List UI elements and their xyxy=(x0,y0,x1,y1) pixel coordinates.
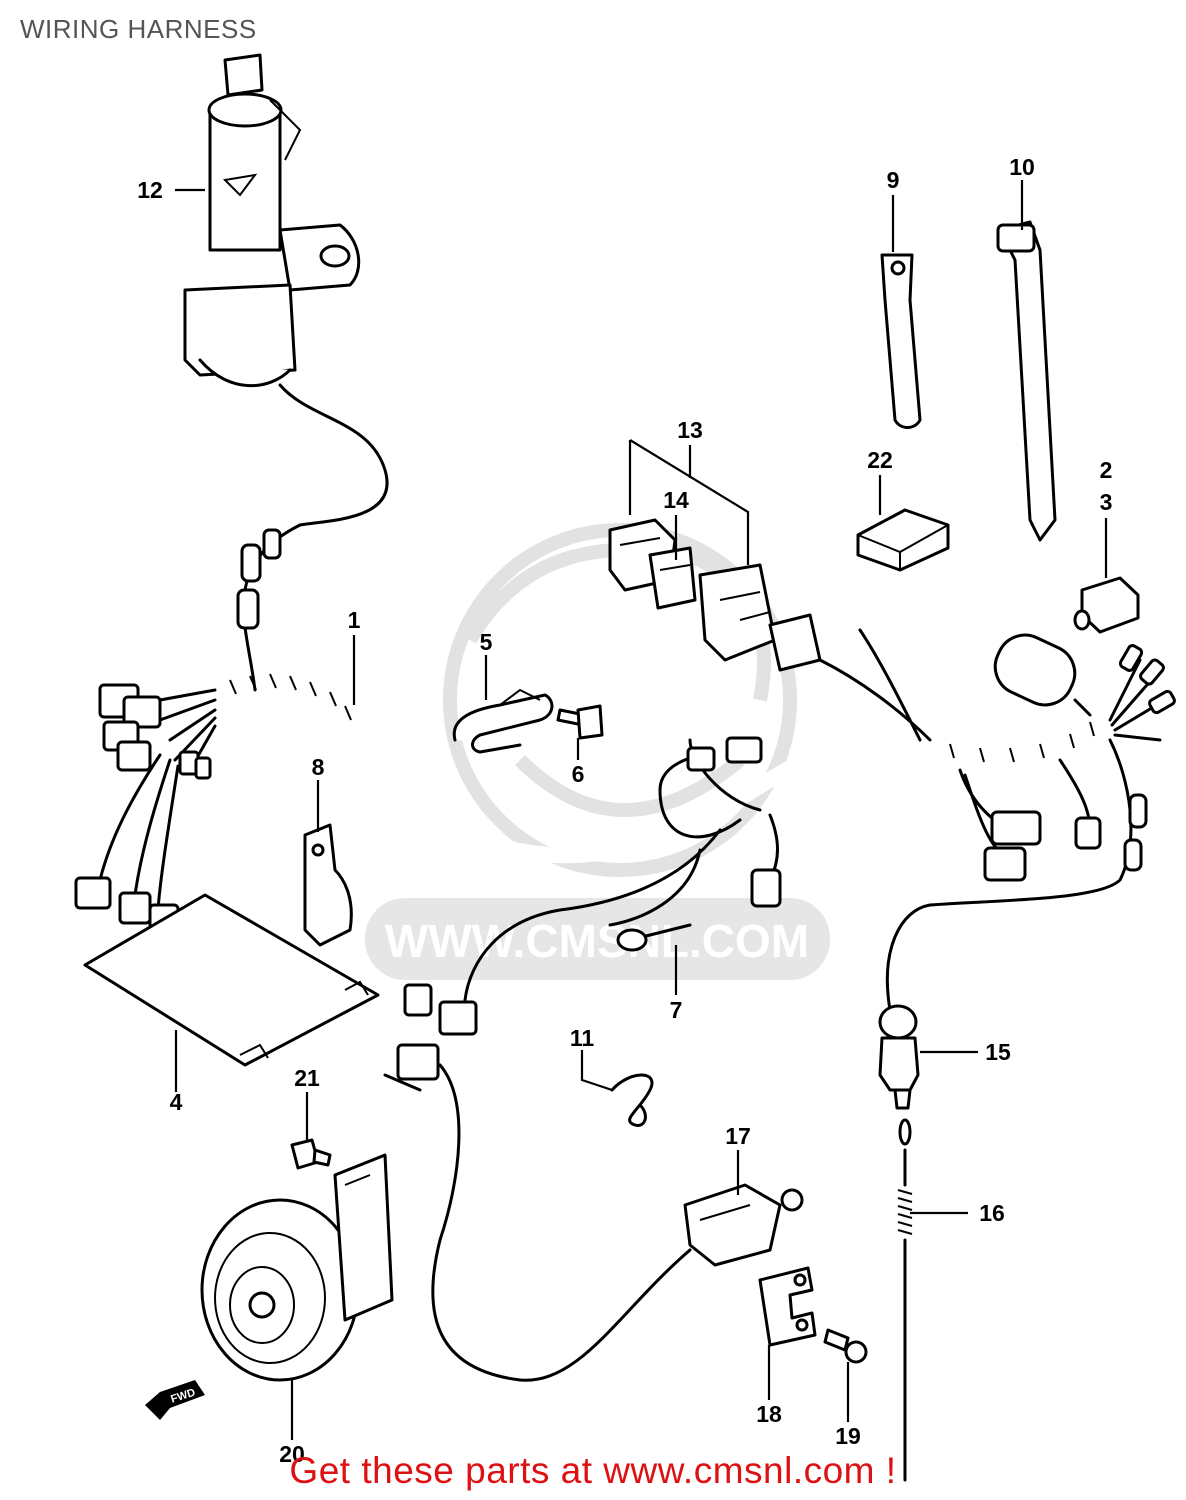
callout-13: 13 xyxy=(677,417,703,443)
spring-16 xyxy=(897,1118,913,1482)
ignition-switch xyxy=(183,53,389,527)
callout-18: 18 xyxy=(756,1401,782,1427)
callout-16: 16 xyxy=(979,1200,1005,1226)
callout-20: 20 xyxy=(279,1441,305,1467)
horn-20 xyxy=(200,1153,394,1382)
clamp-8 xyxy=(303,823,353,947)
callout-9: 9 xyxy=(887,167,900,193)
callout-labels: 1 2 3 4 5 6 7 8 9 10 11 12 13 14 15 16 1… xyxy=(137,154,1112,1467)
bracket-18 xyxy=(758,1266,817,1347)
callout-7: 7 xyxy=(670,997,683,1023)
callout-8: 8 xyxy=(312,754,325,780)
front-stop-switch-17 xyxy=(683,1183,804,1267)
callout-4: 4 xyxy=(170,1089,183,1115)
watermark-band xyxy=(365,898,830,980)
clamp-9 xyxy=(880,253,922,429)
ground-lead-7 xyxy=(616,923,692,952)
callout-14: 14 xyxy=(663,487,689,513)
clip-11 xyxy=(610,1073,654,1127)
cover-sheet-4 xyxy=(83,893,380,1067)
callout-10: 10 xyxy=(1009,154,1035,180)
bolt-21 xyxy=(290,1138,332,1170)
screw-19 xyxy=(823,1328,868,1364)
callout-3: 3 xyxy=(1100,489,1113,515)
callout-11: 11 xyxy=(570,1025,595,1051)
callout-12: 12 xyxy=(137,177,163,203)
callout-17: 17 xyxy=(725,1123,751,1149)
callout-19: 19 xyxy=(835,1423,861,1449)
relay-2-3 xyxy=(1073,576,1140,634)
callout-leaders xyxy=(174,180,1108,1440)
callout-1: 1 xyxy=(348,607,361,633)
callout-22: 22 xyxy=(867,447,893,473)
cushion-22 xyxy=(856,508,950,572)
cable-tie-10 xyxy=(996,220,1057,542)
page-title: WIRING HARNESS xyxy=(20,14,257,44)
callout-6: 6 xyxy=(572,761,585,787)
screw-6 xyxy=(556,704,604,740)
callout-21: 21 xyxy=(294,1065,320,1091)
callout-5: 5 xyxy=(480,629,493,655)
clamp-5 xyxy=(452,688,554,754)
watermark-text: WWW.CMSNL.COM xyxy=(385,915,809,967)
footer-link[interactable]: Get these parts at www.cmsnl.com ! xyxy=(289,1450,897,1491)
callout-15: 15 xyxy=(985,1039,1011,1065)
fuse-box-13 xyxy=(608,439,822,672)
main-harness xyxy=(74,523,1176,1382)
rear-stop-switch-15 xyxy=(878,1004,920,1110)
fwd-arrow: FWD xyxy=(145,1380,205,1420)
callout-2: 2 xyxy=(1100,457,1113,483)
